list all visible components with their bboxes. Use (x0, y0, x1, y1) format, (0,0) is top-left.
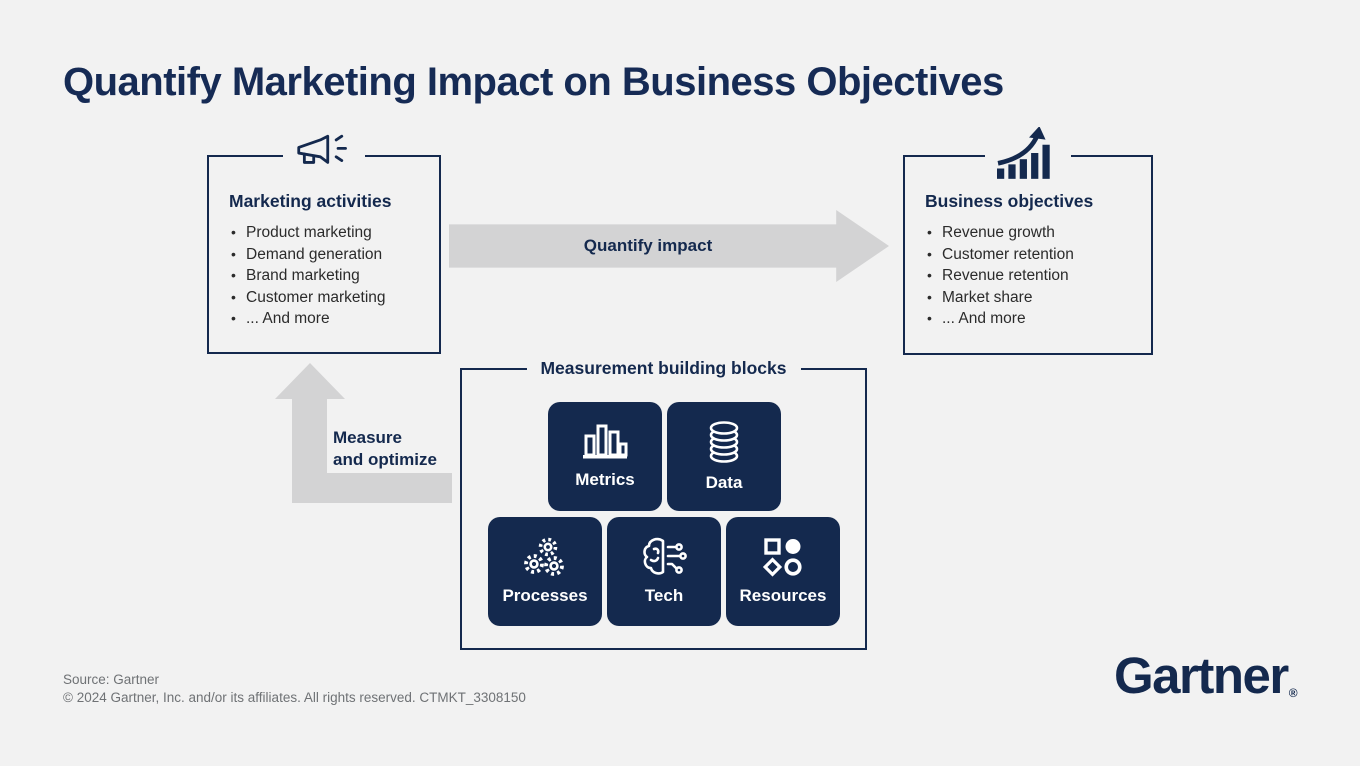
footer-source: Source: Gartner © 2024 Gartner, Inc. and… (63, 671, 526, 706)
list-item: Customer retention (927, 244, 1141, 266)
list-item: Revenue retention (927, 265, 1141, 287)
page-title: Quantify Marketing Impact on Business Ob… (63, 60, 1004, 104)
marketing-activities-title: Marketing activities (229, 191, 392, 211)
database-icon (705, 420, 743, 464)
gartner-logo: Gartner ® (1114, 647, 1298, 704)
tile-metrics: Metrics (548, 402, 662, 511)
copyright-line: © 2024 Gartner, Inc. and/or its affiliat… (63, 689, 526, 705)
list-item: Market share (927, 287, 1141, 309)
business-objectives-panel: Business objectives Revenue growthCustom… (903, 126, 1153, 355)
bar-chart-icon (582, 423, 628, 461)
growth-chart-icon (985, 126, 1071, 179)
measure-optimize-label: Measure and optimize (333, 428, 437, 469)
business-objectives-title: Business objectives (925, 191, 1094, 211)
megaphone-icon (283, 134, 365, 174)
tile-metrics-label: Metrics (575, 470, 635, 489)
brain-circuit-icon (641, 537, 687, 577)
list-item: Revenue growth (927, 222, 1141, 244)
list-item: Customer marketing (231, 287, 429, 309)
measurement-building-blocks-title: Measurement building blocks (526, 358, 801, 379)
list-item: Product marketing (231, 222, 429, 244)
tile-data-label: Data (705, 473, 743, 492)
marketing-activities-list: Product marketingDemand generationBrand … (209, 222, 439, 330)
marketing-activities-panel: Marketing activities Product marketingDe… (207, 134, 441, 354)
tile-processes-label: Processes (502, 586, 588, 605)
gears-icon (523, 537, 567, 577)
list-item: Brand marketing (231, 265, 429, 287)
tile-data: Data (667, 402, 781, 511)
tile-processes: Processes (488, 517, 602, 626)
shapes-icon (762, 537, 803, 577)
quantify-impact-label: Quantify impact (583, 236, 713, 255)
tile-resources: Resources (726, 517, 840, 626)
measure-optimize-arrow (275, 363, 452, 503)
business-objectives-list: Revenue growthCustomer retentionRevenue … (905, 222, 1151, 330)
list-item: Demand generation (231, 244, 429, 266)
source-line: Source: Gartner (63, 672, 160, 687)
tile-resources-label: Resources (739, 586, 827, 605)
list-item: ... And more (927, 308, 1141, 330)
tile-tech-label: Tech (644, 586, 684, 605)
list-item: ... And more (231, 308, 429, 330)
quantify-impact-arrow: Quantify impact (449, 210, 889, 282)
measurement-building-blocks-panel: Measurement building blocks Metrics (460, 358, 867, 650)
registered-trademark-icon: ® (1288, 686, 1298, 700)
tile-tech: Tech (607, 517, 721, 626)
gartner-logo-text: Gartner (1114, 647, 1289, 704)
